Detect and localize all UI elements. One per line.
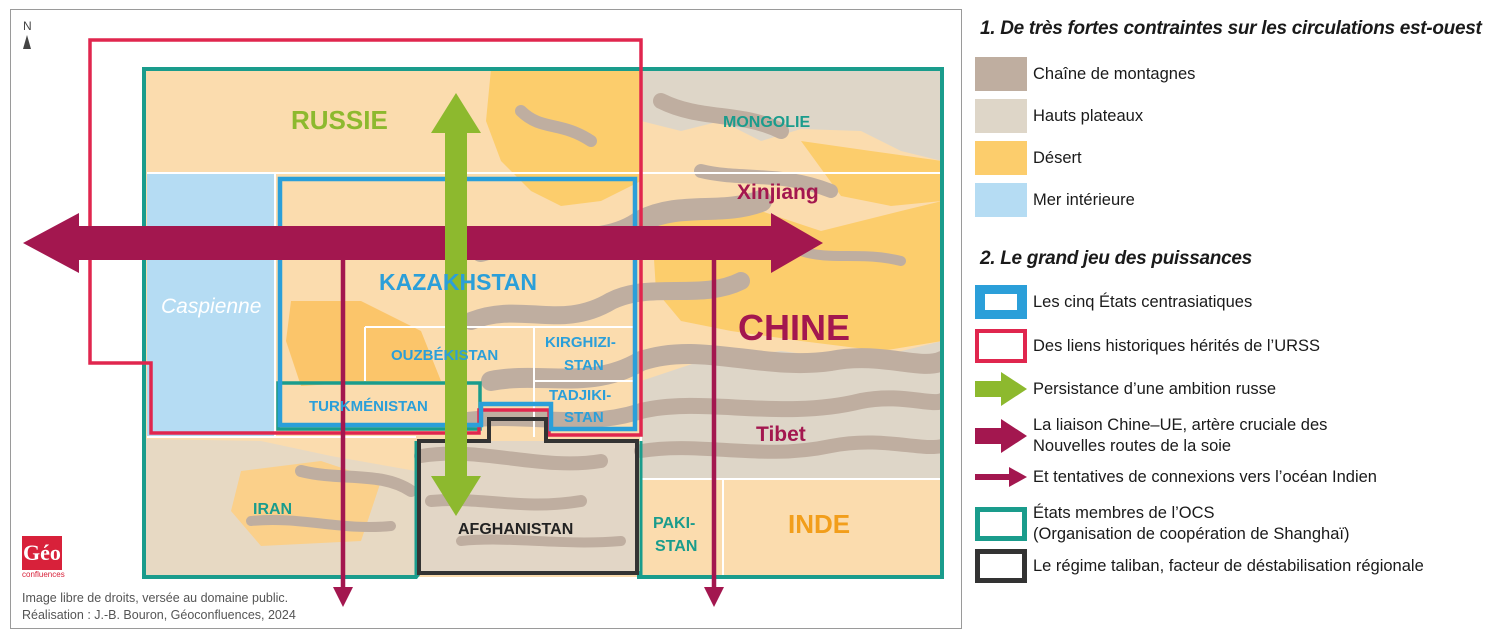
legend-label: Persistance d’une ambition russe [1033, 379, 1277, 398]
label-tadjikistan-1: TADJIKI- [549, 387, 611, 404]
geoconfluences-logo: Géo confluences [22, 536, 66, 586]
label-kazakhstan: KAZAKHSTAN [379, 269, 537, 295]
legend-label-line-2: Nouvelles routes de la soie [1033, 437, 1232, 455]
legend-label: Mer intérieure [1033, 190, 1135, 209]
legend-section-2-title: 2. Le grand jeu des puissances [980, 248, 1252, 269]
label-ouzbekistan: OUZBÉKISTAN [391, 347, 498, 364]
legend-item-china-eu: La liaison Chine–UE, artère cruciale des… [975, 414, 1327, 458]
swatch-mountains [975, 57, 1027, 91]
plateau-mongolia [641, 69, 942, 161]
russian-ambition-arrow [431, 93, 481, 516]
legend-label: États membres de l’OCS (Organisation de … [1033, 503, 1349, 545]
label-chine: CHINE [738, 307, 850, 348]
desert-north [486, 69, 641, 206]
legend-label: Désert [1033, 148, 1082, 167]
logo-subtitle: confluences [22, 570, 65, 579]
credit: Image libre de droits, versée au domaine… [22, 590, 296, 624]
label-tibet: Tibet [756, 423, 806, 446]
centrasia-border [277, 176, 638, 432]
legend-item-russian-ambition: Persistance d’une ambition russe [975, 371, 1276, 407]
taliban-border [417, 417, 639, 575]
legend-label-line-1: La liaison Chine–UE, artère cruciale des [1033, 416, 1328, 434]
swatch-ocs [975, 507, 1027, 541]
north-label: N [23, 19, 32, 33]
legend-label: Hauts plateaux [1033, 106, 1144, 125]
legend-label: Des liens historiques hérités de l’URSS [1033, 336, 1321, 355]
label-iran: IRAN [253, 501, 292, 518]
swatch-urss [975, 329, 1027, 363]
label-kirghizistan-2: STAN [564, 357, 604, 374]
legend-label: Chaîne de montagnes [1033, 64, 1196, 83]
swatch-plateaus [975, 99, 1027, 133]
label-tadjikistan-2: STAN [564, 409, 604, 426]
legend-item-mountains: Chaîne de montagnes [975, 56, 1195, 92]
legend-section-1-title: 1. De très fortes contraintes sur les ci… [980, 18, 1482, 39]
legend-item-sea: Mer intérieure [975, 182, 1135, 218]
caspian-sea [147, 173, 275, 437]
north-arrow-icon [23, 35, 31, 49]
label-inde: INDE [788, 509, 850, 539]
label-mongolie: MONGOLIE [723, 114, 810, 131]
swatch-desert [975, 141, 1027, 175]
label-afghanistan: AFGHANISTAN [458, 521, 573, 538]
arrow-purple-icon [975, 419, 1027, 453]
indian-ocean-links [333, 251, 724, 607]
legend-item-taliban: Le régime taliban, facteur de déstabilis… [975, 548, 1424, 584]
legend-label-line-2: (Organisation de coopération de Shanghaï… [1033, 525, 1350, 543]
legend-item-ocs: États membres de l’OCS (Organisation de … [975, 502, 1349, 546]
label-kirghizistan-1: KIRGHIZI- [545, 334, 616, 351]
desert-kara [286, 301, 441, 386]
credit-line-2: Réalisation : J.-B. Bouron, Géoconfluenc… [22, 608, 296, 622]
legend-item-urss: Des liens historiques hérités de l’URSS [975, 328, 1320, 364]
legend-label: Le régime taliban, facteur de déstabilis… [1033, 556, 1424, 575]
arrow-thin-purple-icon [975, 467, 1027, 487]
map-frame: N RUSSIE MONGOLIE Xinjiang KAZAKHSTAN Ca… [10, 9, 962, 629]
label-turkmenistan: TURKMÉNISTAN [309, 398, 428, 415]
swatch-taliban [975, 549, 1027, 583]
legend-label: Et tentatives de connexions vers l’océan… [1033, 467, 1377, 486]
legend-item-indian-ocean: Et tentatives de connexions vers l’océan… [975, 459, 1377, 495]
credit-line-1: Image libre de droits, versée au domaine… [22, 591, 289, 605]
label-pakistan-2: STAN [655, 538, 697, 555]
swatch-centrasia [975, 285, 1027, 319]
legend-item-centrasia: Les cinq États centrasiatiques [975, 284, 1252, 320]
swatch-sea [975, 183, 1027, 217]
legend-item-desert: Désert [975, 140, 1082, 176]
legend-label: Les cinq États centrasiatiques [1033, 292, 1253, 311]
logo-mark: Géo [22, 536, 62, 570]
label-caspienne: Caspienne [161, 295, 261, 318]
legend-label-line-1: États membres de l’OCS [1033, 504, 1215, 522]
label-xinjiang: Xinjiang [737, 181, 819, 204]
legend-label: La liaison Chine–UE, artère cruciale des… [1033, 415, 1327, 457]
china-eu-arrow [23, 213, 823, 273]
arrow-green-icon [975, 372, 1027, 406]
label-pakistan-1: PAKI- [653, 515, 695, 532]
label-russie: RUSSIE [291, 105, 388, 135]
map: N RUSSIE MONGOLIE Xinjiang KAZAKHSTAN Ca… [23, 19, 944, 607]
legend-item-plateaus: Hauts plateaux [975, 98, 1143, 134]
